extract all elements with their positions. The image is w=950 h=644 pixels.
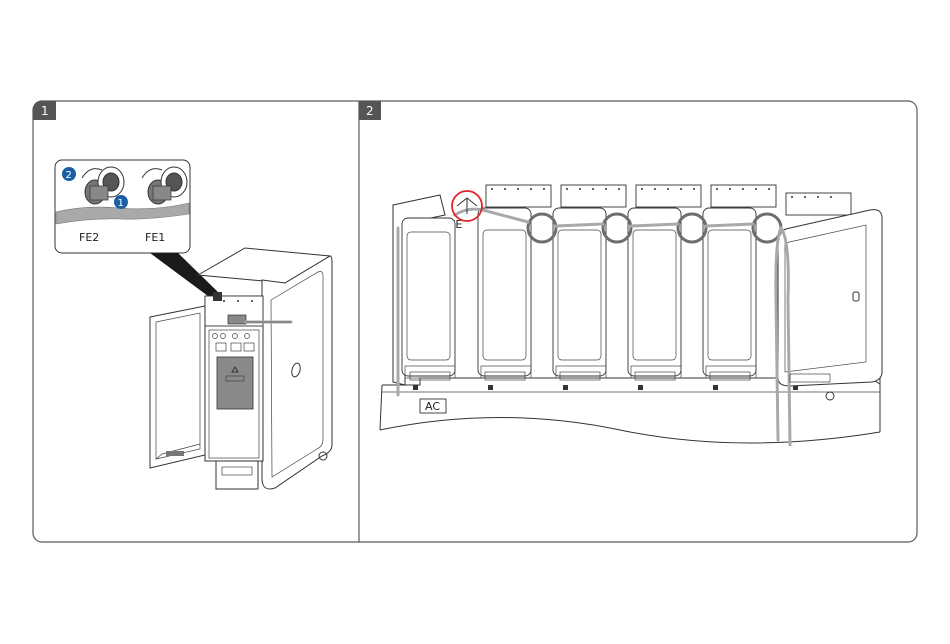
step-marker-2-icon: 2	[62, 167, 76, 181]
base-bolts	[413, 385, 798, 390]
step-2-number: 2	[366, 104, 374, 118]
panel-2: AC FE	[380, 185, 882, 445]
label-fe2: FE2	[79, 231, 99, 244]
label-fe1: FE1	[145, 231, 165, 244]
highlight-circle-icon	[452, 191, 482, 221]
base-platform: AC	[380, 378, 880, 443]
cabinet-single	[198, 248, 332, 489]
step-1-tab: 1	[33, 101, 56, 120]
cabinet-6	[778, 193, 882, 386]
marker-1-text: 1	[118, 198, 124, 209]
cabinet-feet	[410, 372, 830, 382]
cabinet-1	[402, 218, 455, 378]
connector-callout: 2 1 FE2 FE1	[55, 160, 190, 253]
step-1-number: 1	[41, 104, 49, 118]
step-marker-1-icon: 1	[114, 195, 128, 209]
panel-1: 2 1 FE2 FE1	[55, 160, 332, 489]
step-2-tab: 2	[359, 101, 381, 120]
label-ac: AC	[425, 400, 440, 413]
marker-2-text: 2	[66, 170, 72, 181]
cabinet-door	[150, 306, 205, 468]
